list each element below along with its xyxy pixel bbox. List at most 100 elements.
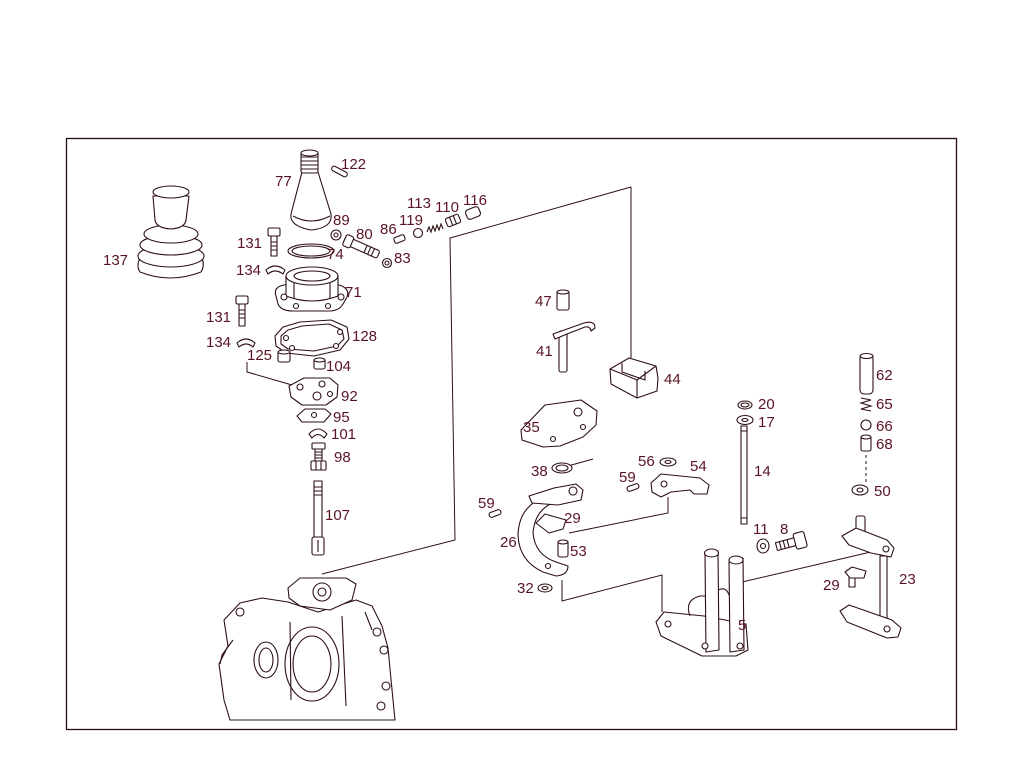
callout-83[interactable]: 83 bbox=[394, 250, 411, 267]
callout-101[interactable]: 101 bbox=[331, 426, 356, 443]
callout-11[interactable]: 11 bbox=[753, 521, 769, 538]
part-80-shaft bbox=[342, 234, 380, 259]
callout-5[interactable]: 5 bbox=[738, 617, 746, 634]
callout-14[interactable]: 14 bbox=[754, 463, 771, 480]
part-5-shift-bracket bbox=[655, 548, 749, 657]
callout-89[interactable]: 89 bbox=[333, 212, 350, 229]
part-92-lever-plate bbox=[288, 377, 339, 406]
part-32-clip bbox=[537, 583, 553, 593]
part-68-bushing bbox=[860, 434, 872, 452]
part-66-ball bbox=[860, 419, 872, 431]
part-59-pin-left bbox=[488, 509, 502, 518]
part-47-bushing bbox=[556, 289, 570, 311]
part-65-spring bbox=[859, 397, 873, 412]
callout-134-upper[interactable]: 134 bbox=[236, 262, 261, 279]
callout-80[interactable]: 80 bbox=[356, 226, 373, 243]
part-71-housing bbox=[274, 266, 349, 312]
callout-74[interactable]: 74 bbox=[327, 246, 344, 263]
part-137-shift-boot bbox=[137, 185, 205, 279]
callout-41[interactable]: 41 bbox=[536, 343, 553, 360]
callout-131-lower[interactable]: 131 bbox=[206, 309, 231, 326]
callout-54[interactable]: 54 bbox=[690, 458, 707, 475]
part-77-shift-tower bbox=[290, 149, 332, 231]
callout-35[interactable]: 35 bbox=[523, 419, 540, 436]
callout-66[interactable]: 66 bbox=[876, 418, 893, 435]
callout-113[interactable]: 113 bbox=[407, 195, 431, 212]
callout-95[interactable]: 95 bbox=[333, 409, 350, 426]
callout-131-upper[interactable]: 131 bbox=[237, 235, 262, 252]
callout-44[interactable]: 44 bbox=[664, 371, 681, 388]
callout-53[interactable]: 53 bbox=[570, 543, 587, 560]
part-95-plate bbox=[296, 408, 332, 423]
leader-line-29-to-54 bbox=[568, 497, 669, 534]
callout-119[interactable]: 119 bbox=[399, 212, 423, 229]
callout-122[interactable]: 122 bbox=[341, 156, 366, 173]
callout-98[interactable]: 98 bbox=[334, 449, 351, 466]
part-98-bolt-nut bbox=[310, 442, 327, 471]
callout-86[interactable]: 86 bbox=[380, 221, 397, 238]
part-38-spring-ring bbox=[551, 462, 573, 474]
part-122-pin bbox=[331, 165, 348, 178]
part-62-plunger bbox=[859, 352, 874, 395]
callout-50[interactable]: 50 bbox=[874, 483, 891, 500]
part-29-pad-left bbox=[535, 513, 567, 534]
callout-71[interactable]: 71 bbox=[345, 284, 362, 301]
part-86-pin bbox=[393, 234, 406, 244]
leader-line-38 bbox=[567, 458, 594, 467]
callout-23[interactable]: 23 bbox=[899, 571, 916, 588]
part-131-bolt-lower bbox=[235, 295, 249, 327]
part-116-plug bbox=[464, 206, 482, 220]
callout-62[interactable]: 62 bbox=[876, 367, 893, 384]
callout-59-right[interactable]: 59 bbox=[619, 469, 636, 486]
part-101-washer bbox=[308, 428, 328, 439]
part-26-shift-fork bbox=[517, 483, 584, 577]
part-59-pin-right bbox=[626, 483, 640, 492]
part-8-bolt bbox=[774, 531, 808, 552]
part-89-washer bbox=[330, 229, 342, 241]
part-83-ring bbox=[381, 257, 393, 269]
callout-32[interactable]: 32 bbox=[517, 580, 534, 597]
callout-38[interactable]: 38 bbox=[531, 463, 548, 480]
part-14-rod bbox=[740, 425, 748, 525]
part-104-bushing bbox=[313, 357, 326, 370]
part-41-pin bbox=[552, 321, 596, 373]
part-23-lever bbox=[839, 515, 902, 639]
callout-125[interactable]: 125 bbox=[247, 347, 272, 364]
callout-59-left[interactable]: 59 bbox=[478, 495, 495, 512]
callout-29-right[interactable]: 29 bbox=[823, 577, 840, 594]
callout-68[interactable]: 68 bbox=[876, 436, 893, 453]
part-11-washer bbox=[756, 538, 770, 554]
part-29-pad-right bbox=[844, 566, 867, 588]
diagram-frame bbox=[65, 137, 958, 731]
callout-26[interactable]: 26 bbox=[500, 534, 517, 551]
callout-65[interactable]: 65 bbox=[876, 396, 893, 413]
leader-line-main bbox=[321, 186, 632, 575]
callout-29-left[interactable]: 29 bbox=[564, 510, 581, 527]
callout-116[interactable]: 116 bbox=[463, 192, 487, 209]
gearbox-housing bbox=[218, 577, 396, 721]
part-17-washer bbox=[736, 414, 754, 426]
part-74-o-ring bbox=[287, 243, 335, 259]
part-20-circlip bbox=[737, 400, 753, 410]
callout-17[interactable]: 17 bbox=[758, 414, 775, 431]
part-56-washer bbox=[659, 457, 677, 467]
callout-110[interactable]: 110 bbox=[435, 199, 459, 216]
callout-92[interactable]: 92 bbox=[341, 388, 358, 405]
part-125-sleeve bbox=[277, 349, 291, 363]
callout-47[interactable]: 47 bbox=[535, 293, 552, 310]
callout-134-lower[interactable]: 134 bbox=[206, 334, 231, 351]
callout-128[interactable]: 128 bbox=[352, 328, 377, 345]
part-44-block bbox=[609, 357, 659, 399]
callout-107[interactable]: 107 bbox=[325, 507, 350, 524]
callout-77[interactable]: 77 bbox=[275, 173, 292, 190]
callout-137[interactable]: 137 bbox=[103, 252, 128, 269]
part-134-washer-upper bbox=[265, 265, 286, 275]
callout-104[interactable]: 104 bbox=[326, 358, 351, 375]
part-134-washer-lower bbox=[236, 338, 256, 348]
callout-8[interactable]: 8 bbox=[780, 521, 788, 538]
part-119-ball bbox=[412, 227, 424, 239]
part-54-bracket bbox=[650, 473, 710, 498]
callout-20[interactable]: 20 bbox=[758, 396, 775, 413]
callout-56[interactable]: 56 bbox=[638, 453, 655, 470]
